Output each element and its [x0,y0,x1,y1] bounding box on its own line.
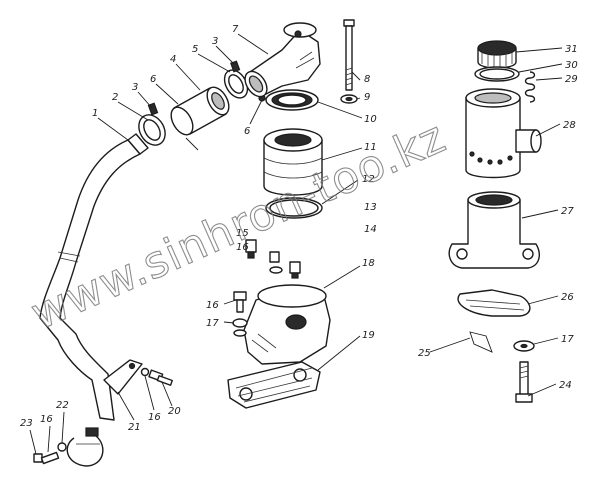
callout-4: 4 [170,54,176,65]
bolt-23-washer-16 [33,442,67,465]
wire-clip-25 [469,331,493,353]
bracket-base-18 [243,284,331,365]
sealing-ring-12 [265,197,323,219]
callout-9: 9 [364,92,370,103]
fittings-13-16 [245,239,301,279]
callout-11: 11 [364,142,377,153]
leader-lines [29,33,563,455]
cap-nut-31 [477,40,517,69]
callout-17-mid: 17 [206,318,219,329]
callout-29: 29 [565,74,578,85]
bolt-16-mid [233,291,247,313]
callout-26: 26 [561,292,574,303]
callout-15: 15 [236,228,249,239]
callout-21: 21 [128,422,141,433]
callout-18: 18 [362,258,375,269]
callout-16-bottom: 16 [40,414,53,425]
pipe-clamp-22 [66,427,104,467]
callout-6-left: 6 [150,74,156,85]
bolt-24 [515,361,533,403]
long-bolt-8 [343,19,355,91]
callout-17-right: 17 [561,334,574,345]
callout-14: 14 [364,224,377,235]
callout-24: 24 [559,380,572,391]
spring-29 [524,71,536,103]
callout-1: 1 [92,108,98,119]
callout-16-bracket: 16 [148,412,161,423]
intake-pipe [39,133,149,421]
callout-6-right: 6 [244,126,250,137]
callout-23: 23 [20,418,33,429]
callout-12: 12 [362,174,375,185]
hose-clamp-3-left [138,102,199,151]
flange-27 [448,191,540,269]
rubber-hose-4 [170,86,230,136]
thermostat-body-28 [465,88,542,179]
gasket-ring-10 [265,89,319,111]
callout-2: 2 [112,92,118,103]
callout-3-right: 3 [212,36,218,47]
callout-3-left: 3 [132,82,138,93]
strap-bracket-21 [103,359,173,395]
filter-housing-11 [263,128,323,196]
callout-7: 7 [232,24,239,35]
gasket-26 [457,289,531,317]
callout-16-top: 16 [236,242,249,253]
callout-16-mid: 16 [206,300,219,311]
ring-30 [474,66,520,82]
callout-13: 13 [364,202,377,213]
callout-25: 25 [418,348,431,359]
washer-17-right [513,340,535,352]
callout-31: 31 [565,44,578,55]
callout-8: 8 [364,74,370,85]
gasket-19 [227,361,321,409]
callout-19: 19 [362,330,375,341]
callout-20: 20 [168,406,181,417]
callout-28: 28 [563,120,576,131]
callout-10: 10 [364,114,377,125]
washer-9 [340,94,358,104]
callout-30: 30 [565,60,578,71]
callout-labels: 1 2 3 6 4 5 3 7 6 8 9 10 11 12 13 14 15 … [20,24,578,433]
elbow-pipe-7 [244,22,321,98]
callout-22: 22 [56,400,69,411]
callout-27: 27 [561,206,574,217]
callout-5: 5 [192,44,198,55]
